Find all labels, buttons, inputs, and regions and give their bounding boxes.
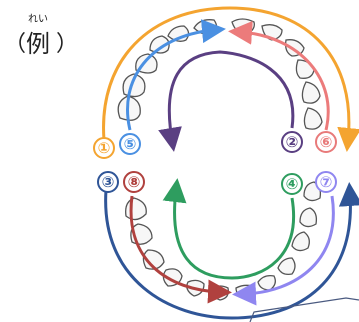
tooth-lower-9: [277, 257, 296, 276]
tooth-lower-1: [125, 197, 147, 221]
arrow-4-green: [162, 178, 295, 280]
marker-7-label: ⑦: [320, 173, 333, 191]
marker-4-label: ④: [286, 175, 299, 193]
arrow-2-purple: [158, 50, 295, 152]
arrow-8-red: [129, 195, 232, 304]
tooth-lower-7: [235, 284, 254, 299]
marker-7: ⑦: [315, 171, 337, 193]
arrow-5-blue: [126, 19, 226, 131]
marker-3: ③: [97, 171, 119, 193]
arrow-7-violet: [232, 195, 335, 306]
arrow-3-navy: [104, 182, 359, 320]
marker-6-label: ⑥: [320, 133, 333, 151]
tooth-lower-10: [291, 231, 310, 252]
example-kanji: 例: [26, 30, 50, 58]
marker-8-label: ⑧: [128, 173, 141, 191]
example-paren-close: ）: [56, 32, 79, 57]
marker-3-label: ③: [102, 173, 115, 191]
marker-4: ④: [281, 173, 303, 195]
marker-8: ⑧: [123, 171, 145, 193]
arrow-1-orange: [102, 6, 359, 152]
marker-1-label: ①: [98, 139, 111, 157]
marker-5-label: ⑤: [124, 135, 137, 153]
marker-2: ②: [281, 131, 303, 153]
marker-5: ⑤: [119, 133, 141, 155]
tooth-upper-11: [301, 81, 321, 104]
marker-2-label: ②: [286, 133, 299, 151]
speech-bubble-edge: [249, 297, 359, 322]
tooth-upper-12: [303, 107, 323, 130]
tooth-lower-8: [257, 274, 276, 291]
marker-1: ①: [93, 137, 115, 159]
tooth-upper-10: [295, 59, 315, 79]
example-paren-open: （: [4, 32, 27, 57]
tooth-lower-11: [299, 207, 318, 228]
example-ruby: れい: [28, 14, 48, 25]
marker-6: ⑥: [315, 131, 337, 153]
arrow-6-pink: [228, 20, 330, 131]
tooth-upper-1: [117, 95, 141, 121]
